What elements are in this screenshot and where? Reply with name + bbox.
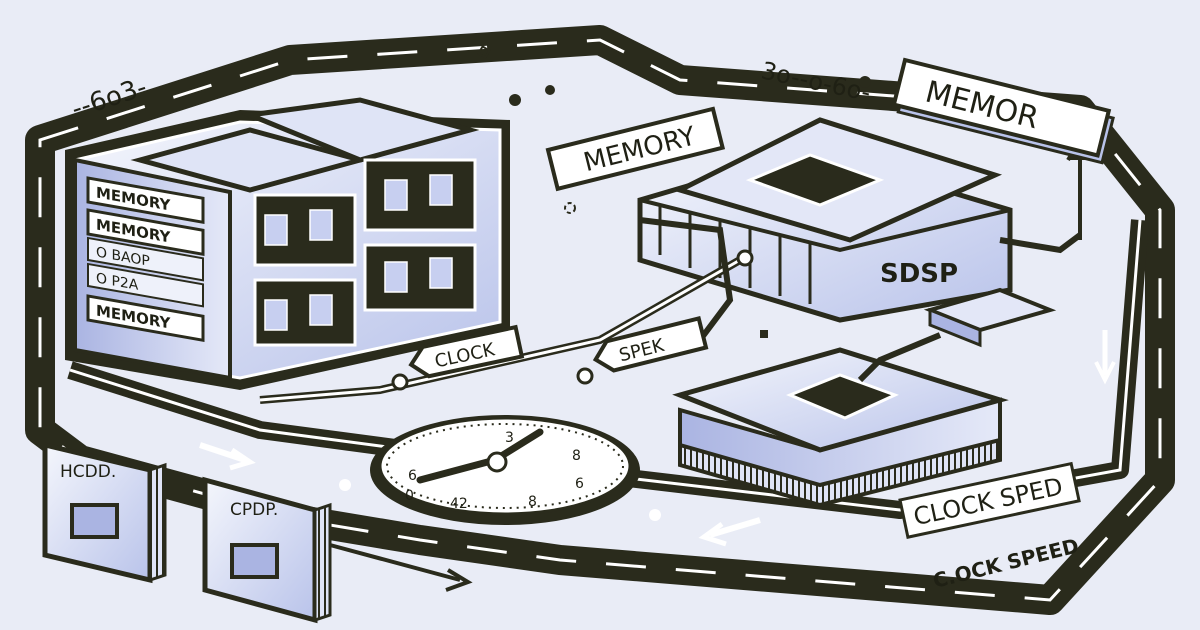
gauge-tick-label: 0 (405, 488, 414, 504)
gauge-tick-label: 42 (450, 496, 468, 512)
clock-speed-gauge: 6 0 42 8 6 8 3 (370, 415, 640, 525)
spec-tag: SPEK (592, 315, 709, 373)
clock-bus: CLOCK SPEK (259, 217, 754, 404)
memory-modules (130, 97, 480, 347)
cpu-chip-icon (745, 153, 885, 207)
chip-icon (786, 373, 899, 420)
gauge-tick-label: 6 (575, 476, 584, 492)
memory-sign: MEMOR (891, 57, 1115, 165)
cpu-socket: SDSP (637, 117, 1082, 323)
gauge-tick-label: 6 (408, 468, 417, 484)
clock-tag: CLOCK (408, 324, 525, 379)
drive-cpdp: CPDP. (202, 476, 332, 624)
memory-slot-list: MEMORY MEMORY O BAOP O P2A MEMORY (86, 176, 205, 343)
drive-hcdd: HCDD. (42, 441, 167, 584)
cpu-label: SDSP (880, 259, 958, 289)
drive-label: CPDP. (230, 500, 278, 520)
gauge-tick-label: 8 (572, 448, 581, 464)
gauge-tick-label: 8 (528, 494, 537, 510)
arrow-down-icon (1094, 361, 1116, 385)
memory-bank: MEMORY MEMORY O BAOP O P2A MEMORY (65, 97, 510, 390)
chip-stack (672, 287, 1057, 508)
arrow-left-icon (698, 521, 727, 547)
arrow-right-icon (445, 568, 473, 592)
memory-tag: MEMORY (545, 106, 726, 192)
gauge-tick-label: 3 (505, 430, 514, 446)
drive-label: HCDD. (60, 462, 116, 482)
arrow-right-icon (229, 447, 256, 471)
memory-slot-label: O P2A (96, 271, 139, 294)
